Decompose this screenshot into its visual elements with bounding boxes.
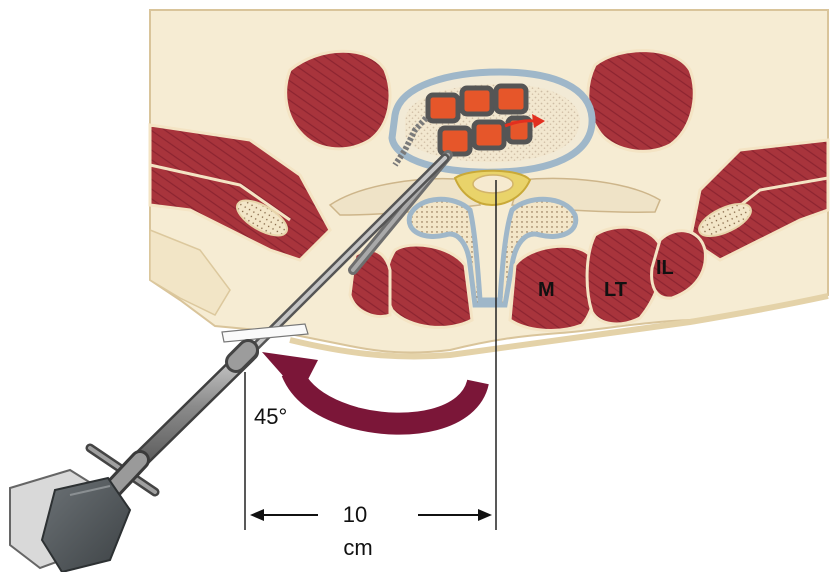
label-muscle-m: M: [538, 279, 555, 301]
upper-right-muscle: [588, 51, 694, 152]
distance-value-label: 10: [343, 502, 367, 527]
label-muscle-lt: LT: [604, 279, 627, 301]
distance-unit-label: cm: [343, 535, 372, 560]
angle-label: 45°: [254, 404, 287, 429]
upper-left-muscle: [286, 51, 390, 149]
label-muscle-il: IL: [656, 257, 674, 279]
rotation-arrow: [262, 352, 478, 424]
probe-handle: [10, 470, 130, 572]
multifidus-left: [386, 245, 472, 327]
distance-arrow-left: [250, 509, 318, 521]
distance-arrow-right: [418, 509, 492, 521]
